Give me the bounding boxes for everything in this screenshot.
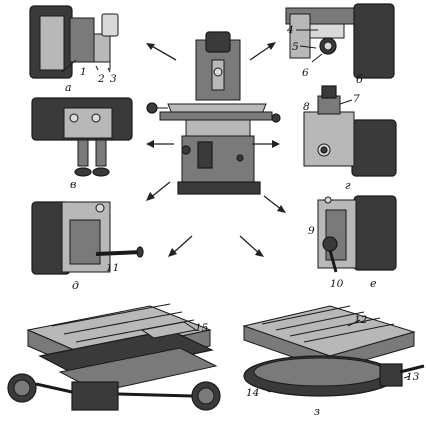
cross-slide-table: [7, 303, 221, 411]
panel-label-g: г: [345, 179, 351, 192]
panel-d-attachment: [31, 201, 144, 275]
part-number-1: 1: [80, 66, 87, 78]
part-number-10: 10: [330, 278, 344, 290]
panel-label-v: в: [70, 178, 76, 191]
panel-label-e: е: [370, 277, 377, 290]
part-number-13: 13: [406, 371, 420, 383]
part-number-9: 9: [308, 225, 315, 237]
panel-g-attachment: [303, 85, 397, 177]
panel-a-attachment: [29, 5, 119, 79]
panel-b-attachment: [285, 3, 395, 79]
part-number-14: 14: [246, 387, 259, 399]
panel-label-z: з: [314, 405, 320, 418]
part-number-3: 3: [110, 73, 117, 85]
part-number-2: 2: [97, 73, 105, 85]
panel-v-attachment: [31, 97, 133, 177]
panel-label-b: б: [356, 73, 363, 86]
part-number-7: 7: [353, 93, 360, 105]
direction-arrows: [146, 42, 286, 257]
part-number-6: 6: [302, 67, 309, 79]
part-number-12: 12: [354, 314, 368, 326]
panel-label-d: д: [72, 279, 79, 292]
part-number-4: 4: [286, 24, 294, 36]
central-milling-machine: [146, 31, 281, 195]
panel-e-attachment: [317, 195, 397, 273]
rotary-table: [242, 305, 425, 397]
panel-label-a: а: [65, 81, 72, 94]
part-number-15: 15: [195, 322, 209, 334]
part-number-11: 11: [106, 262, 119, 274]
part-number-8: 8: [303, 101, 310, 113]
part-number-5: 5: [292, 41, 299, 53]
